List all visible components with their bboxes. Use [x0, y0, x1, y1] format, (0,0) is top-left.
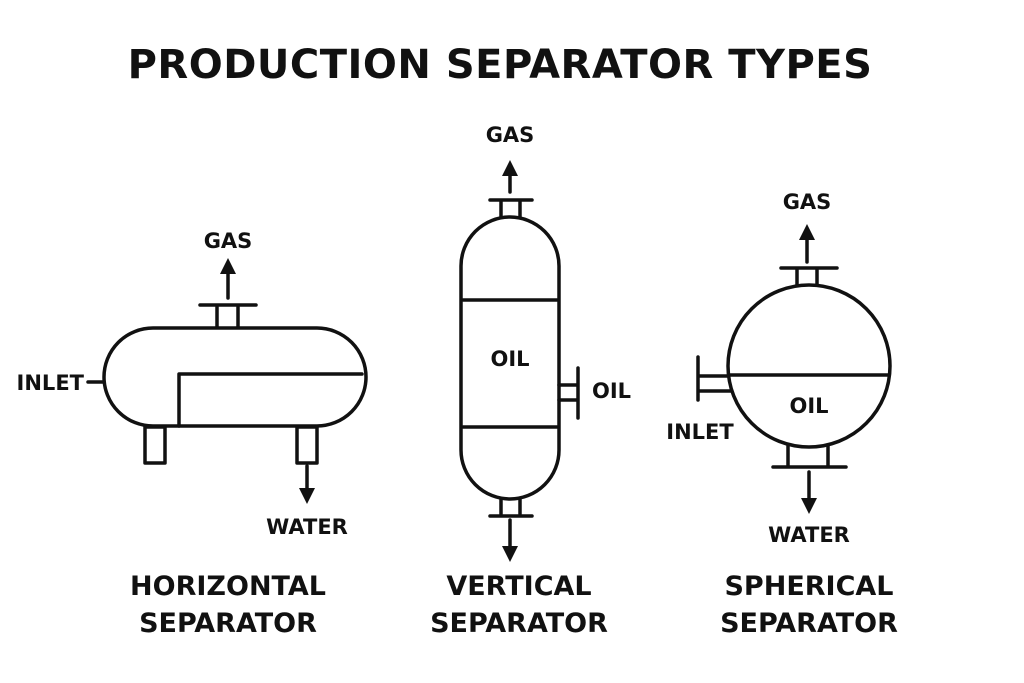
horizontal-caption-line2: SEPARATOR — [139, 608, 317, 639]
spherical-water-arrow-icon — [801, 498, 817, 514]
vertical-bottom-arrow-icon — [502, 546, 518, 562]
vertical-separator: GAS OIL OIL VERTICAL SEPARATOR — [430, 123, 631, 639]
spherical-gas-label: GAS — [783, 190, 832, 214]
horizontal-right-leg — [295, 425, 319, 465]
spherical-inlet-label: INLET — [666, 420, 734, 444]
spherical-inlet-pipe — [697, 374, 733, 393]
horizontal-inlet-label: INLET — [17, 371, 85, 395]
horizontal-left-leg — [143, 425, 167, 465]
vertical-gas-arrow-icon — [502, 160, 518, 176]
spherical-vessel — [726, 283, 892, 449]
vertical-caption-line2: SEPARATOR — [430, 608, 608, 639]
horizontal-separator: GAS INLET WATER HORIZONTAL SEPARATOR — [17, 229, 368, 639]
spherical-gas-arrow-icon — [799, 224, 815, 240]
horizontal-vessel — [102, 326, 368, 428]
vertical-oil-outlet-label: OIL — [592, 379, 631, 403]
spherical-separator: GAS INLET OIL WATER SPHERICAL SEPARATOR — [666, 190, 898, 639]
spherical-caption-line2: SEPARATOR — [720, 608, 898, 639]
horizontal-caption-line1: HORIZONTAL — [130, 571, 326, 602]
vertical-oil-inside-label: OIL — [490, 347, 529, 371]
horizontal-liquid-level — [177, 372, 364, 428]
spherical-water-label: WATER — [768, 523, 850, 547]
spherical-oil-label: OIL — [789, 394, 828, 418]
vertical-gas-label: GAS — [486, 123, 535, 147]
vertical-oil-outlet-pipe — [557, 383, 579, 402]
horizontal-water-label: WATER — [266, 515, 348, 539]
spherical-caption-line1: SPHERICAL — [724, 571, 893, 602]
horizontal-gas-label: GAS — [204, 229, 253, 253]
vertical-caption-line1: VERTICAL — [446, 571, 591, 602]
horizontal-gas-arrow-icon — [220, 258, 236, 274]
page-title: PRODUCTION SEPARATOR TYPES — [128, 42, 873, 88]
horizontal-water-arrow-icon — [299, 488, 315, 504]
horizontal-gas-nozzle-neck — [215, 305, 240, 330]
spherical-water-nozzle-neck — [786, 443, 830, 468]
